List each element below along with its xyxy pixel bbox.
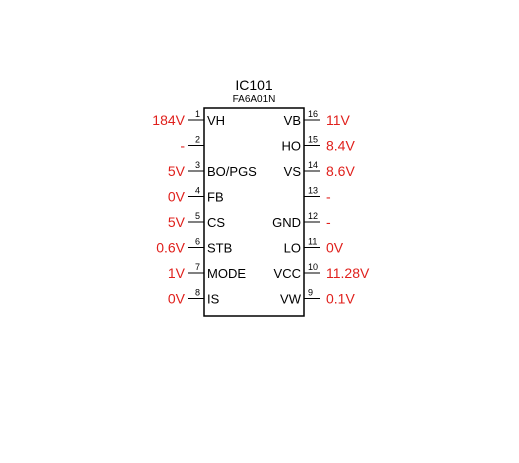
- pin-number: 2: [195, 135, 200, 145]
- pin-voltage: 8.6V: [326, 163, 355, 179]
- pin-7: 7 MODE 1V: [168, 262, 246, 281]
- pin-name: MODE: [207, 266, 246, 281]
- pin-number: 1: [195, 109, 200, 119]
- pin-4: 4 FB 0V: [168, 186, 224, 205]
- pin-1: 1 VH 184V: [152, 109, 225, 128]
- pin-voltage: 0V: [168, 189, 186, 205]
- pin-number: 9: [308, 288, 313, 298]
- pin-number: 7: [195, 262, 200, 272]
- pin-number: 16: [308, 109, 318, 119]
- pin-number: 13: [308, 186, 318, 196]
- pin-number: 14: [308, 160, 318, 170]
- pin-number: 12: [308, 211, 318, 221]
- pin-number: 10: [308, 262, 318, 272]
- pin-voltage: 0V: [326, 240, 344, 256]
- pin-16: 16 VB 11V: [284, 109, 351, 128]
- pin-name: VS: [284, 164, 302, 179]
- pin-9: 9 VW 0.1V: [280, 288, 355, 307]
- pin-voltage: 5V: [168, 163, 186, 179]
- pin-name: VH: [207, 113, 225, 128]
- ic-body: [203, 107, 305, 317]
- pin-number: 3: [195, 160, 200, 170]
- pin-name: BO/PGS: [207, 164, 257, 179]
- pin-12: 12 GND -: [272, 211, 331, 230]
- pin-voltage: 1V: [168, 265, 186, 281]
- pin-name: VCC: [274, 266, 301, 281]
- pin-name: HO: [282, 139, 302, 154]
- ic-reference-label: IC101: [235, 77, 273, 93]
- pin-voltage: 11.28V: [326, 265, 370, 281]
- pin-13: 13-: [304, 186, 331, 205]
- pin-number: 15: [308, 135, 318, 145]
- pin-name: VW: [280, 292, 302, 307]
- pin-name: LO: [284, 241, 301, 256]
- pin-name: IS: [207, 292, 220, 307]
- pin-voltage: 5V: [168, 214, 186, 230]
- pin-voltage: 8.4V: [326, 138, 355, 154]
- pin-6: 6 STB 0.6V: [156, 237, 232, 256]
- pin-number: 11: [308, 237, 317, 247]
- pin-name: GND: [272, 215, 301, 230]
- pin-voltage: -: [326, 189, 331, 205]
- pin-11: 11 LO 0V: [284, 237, 344, 256]
- pin-number: 4: [195, 186, 200, 196]
- pin-2: 2-: [180, 135, 204, 154]
- pin-5: 5 CS 5V: [168, 211, 226, 230]
- pin-3: 3 BO/PGS 5V: [168, 160, 257, 179]
- pin-number: 5: [195, 211, 200, 221]
- pin-15: 15 HO 8.4V: [282, 135, 356, 154]
- pin-14: 14 VS 8.6V: [284, 160, 356, 179]
- pin-name: VB: [284, 113, 301, 128]
- pin-10: 10 VCC 11.28V: [274, 262, 370, 281]
- pin-voltage: 11V: [326, 112, 351, 128]
- pin-name: CS: [207, 215, 225, 230]
- ic-part-number-label: FA6A01N: [233, 94, 276, 105]
- pin-number: 8: [195, 288, 200, 298]
- pin-voltage: -: [180, 138, 185, 154]
- pin-voltage: 0.1V: [326, 291, 355, 307]
- pin-voltage: -: [326, 214, 331, 230]
- pin-voltage: 0.6V: [156, 240, 185, 256]
- pin-name: STB: [207, 241, 232, 256]
- pin-name: FB: [207, 190, 224, 205]
- pin-8: 8 IS 0V: [168, 288, 220, 307]
- pin-voltage: 184V: [152, 112, 185, 128]
- pin-voltage: 0V: [168, 291, 186, 307]
- pin-number: 6: [195, 237, 200, 247]
